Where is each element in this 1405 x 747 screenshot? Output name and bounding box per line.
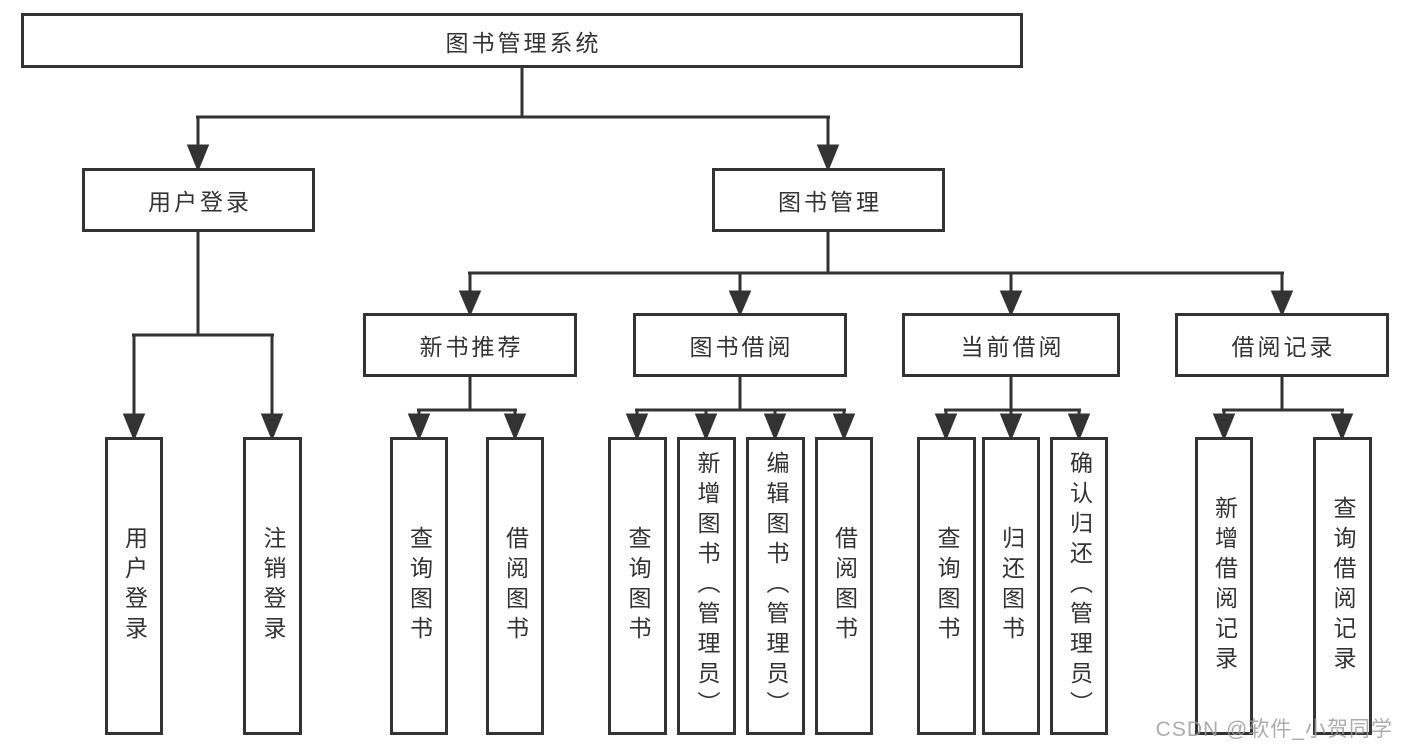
leaf-return-books-label: 归还图书 (998, 526, 1025, 646)
leaf-recommend-borrow-books: 借阅图书 (486, 437, 544, 735)
leaf-borrow-query-books: 查询图书 (608, 437, 667, 735)
leaf-confirm-return-admin-label: 确认归还（管理员） (1066, 451, 1093, 721)
leaf-borrow-borrow-books: 借阅图书 (815, 437, 873, 735)
arrowhead (816, 144, 840, 172)
arrowhead (503, 413, 527, 441)
leaf-edit-books-admin: 编辑图书（管理员） (746, 437, 805, 735)
node-root-label: 图书管理系统 (445, 29, 602, 56)
node-root: 图书管理系统 (21, 13, 1023, 68)
arrowhead (999, 290, 1023, 317)
arrowhead (1270, 290, 1294, 317)
leaf-add-books-admin-label: 新增图书（管理员） (694, 451, 720, 721)
leaf-add-borrow-record-label: 新增借阅记录 (1211, 496, 1238, 676)
node-user-login-group-label: 用户登录 (148, 189, 252, 215)
leaf-add-borrow-record: 新增借阅记录 (1195, 437, 1253, 735)
leaf-edit-books-admin-label: 编辑图书（管理员） (763, 451, 789, 721)
node-book-management-label: 图书管理 (778, 189, 882, 215)
leaf-add-books-admin: 新增图书（管理员） (677, 437, 736, 735)
leaf-recommend-query-books: 查询图书 (390, 437, 448, 735)
node-borrow-records: 借阅记录 (1175, 313, 1389, 377)
arrowhead (458, 290, 482, 317)
arrowhead (1212, 413, 1236, 441)
leaf-logout-label: 注销登录 (260, 526, 286, 646)
leaf-logout: 注销登录 (243, 437, 302, 735)
arrowhead (1330, 413, 1354, 441)
leaf-borrow-borrow-books-label: 借阅图书 (831, 526, 858, 646)
leaf-confirm-return-admin: 确认归还（管理员） (1050, 437, 1108, 735)
leaf-recommend-borrow-books-label: 借阅图书 (502, 526, 529, 646)
node-new-book-recommend-label: 新书推荐 (419, 334, 524, 360)
arrowhead (186, 144, 210, 172)
arrowhead (694, 413, 718, 441)
watermark: CSDN @软件_小贺同学 (1155, 718, 1393, 741)
node-new-book-recommend: 新书推荐 (363, 313, 577, 377)
node-borrow-records-label: 借阅记录 (1231, 334, 1336, 360)
arrowhead (625, 413, 649, 441)
arrowhead (260, 413, 284, 441)
leaf-borrow-query-books-label: 查询图书 (625, 526, 651, 646)
arrowhead (1067, 413, 1091, 441)
node-book-management: 图书管理 (712, 168, 945, 232)
arrowhead (728, 290, 752, 317)
node-book-borrow: 图书借阅 (633, 313, 847, 377)
leaf-current-query-books: 查询图书 (917, 437, 976, 735)
arrowhead (999, 413, 1023, 441)
arrowhead (832, 413, 856, 441)
arrowhead (934, 413, 958, 441)
leaf-user-login: 用户登录 (105, 437, 163, 735)
leaf-current-query-books-label: 查询图书 (934, 526, 960, 646)
leaf-user-login-label: 用户登录 (121, 526, 148, 646)
leaf-query-borrow-record-label: 查询借阅记录 (1330, 496, 1356, 676)
arrowhead (122, 413, 146, 441)
node-book-borrow-label: 图书借阅 (689, 334, 794, 360)
leaf-recommend-query-books-label: 查询图书 (406, 526, 433, 646)
leaf-query-borrow-record: 查询借阅记录 (1313, 437, 1372, 735)
node-current-borrow: 当前借阅 (902, 313, 1120, 377)
leaf-return-books: 归还图书 (982, 437, 1040, 735)
node-current-borrow-label: 当前借阅 (960, 334, 1065, 360)
arrowhead (763, 413, 787, 441)
arrowhead (407, 413, 431, 441)
node-user-login-group: 用户登录 (82, 168, 315, 232)
